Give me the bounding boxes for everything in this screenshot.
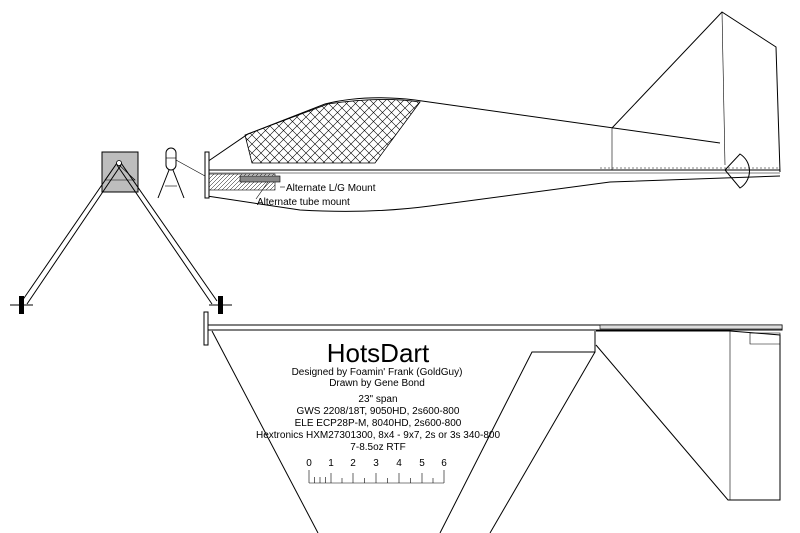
right-wheel bbox=[209, 296, 232, 314]
spec-line: 23" span bbox=[358, 394, 397, 405]
scale-tick-label: 0 bbox=[306, 458, 312, 469]
spec-line: ELE ECP28P-M, 8040HD, 2s600-800 bbox=[295, 418, 462, 429]
canopy-hatch bbox=[244, 99, 421, 164]
drawer-credit: Drawn by Gene Bond bbox=[329, 378, 425, 389]
spec-line: 7-8.5oz RTF bbox=[350, 442, 405, 453]
scale-tick-label: 3 bbox=[373, 458, 379, 469]
scale-tick-label: 1 bbox=[328, 458, 334, 469]
gear-mount-block bbox=[101, 151, 139, 193]
gear-left-strut bbox=[21, 162, 122, 305]
scale-tick-label: 6 bbox=[441, 458, 447, 469]
fuselage-bottom bbox=[206, 175, 781, 212]
gear-side-view bbox=[157, 147, 185, 199]
canopy-outline bbox=[206, 97, 721, 163]
wing-outline bbox=[211, 330, 319, 533]
gear-right-strut bbox=[116, 162, 218, 305]
scale-tick-label: 2 bbox=[350, 458, 356, 469]
vertical-fin bbox=[611, 11, 781, 173]
callout-tube-mount: Alternate tube mount bbox=[257, 197, 350, 208]
left-wheel bbox=[10, 296, 33, 314]
callout-lg-mount: Alternate L/G Mount bbox=[286, 183, 376, 194]
designer-credit: Designed by Foamin' Frank (GoldGuy) bbox=[292, 367, 463, 378]
scale-tick-label: 4 bbox=[396, 458, 402, 469]
scale-tick-label: 5 bbox=[419, 458, 425, 469]
top-view bbox=[203, 311, 783, 533]
fuselage-side-view bbox=[175, 11, 781, 212]
horizontal-stabilizer bbox=[595, 330, 781, 501]
landing-gear-front-view bbox=[10, 151, 232, 314]
spec-line: GWS 2208/18T, 9050HD, 2s600-800 bbox=[297, 406, 460, 417]
spec-line: Hextronics HXM27301300, 8x4 - 9x7, 2s or… bbox=[256, 430, 500, 441]
scale-bar: 0 1 2 3 4 5 6 bbox=[306, 458, 447, 484]
plan-title: HotsDart bbox=[327, 338, 430, 368]
